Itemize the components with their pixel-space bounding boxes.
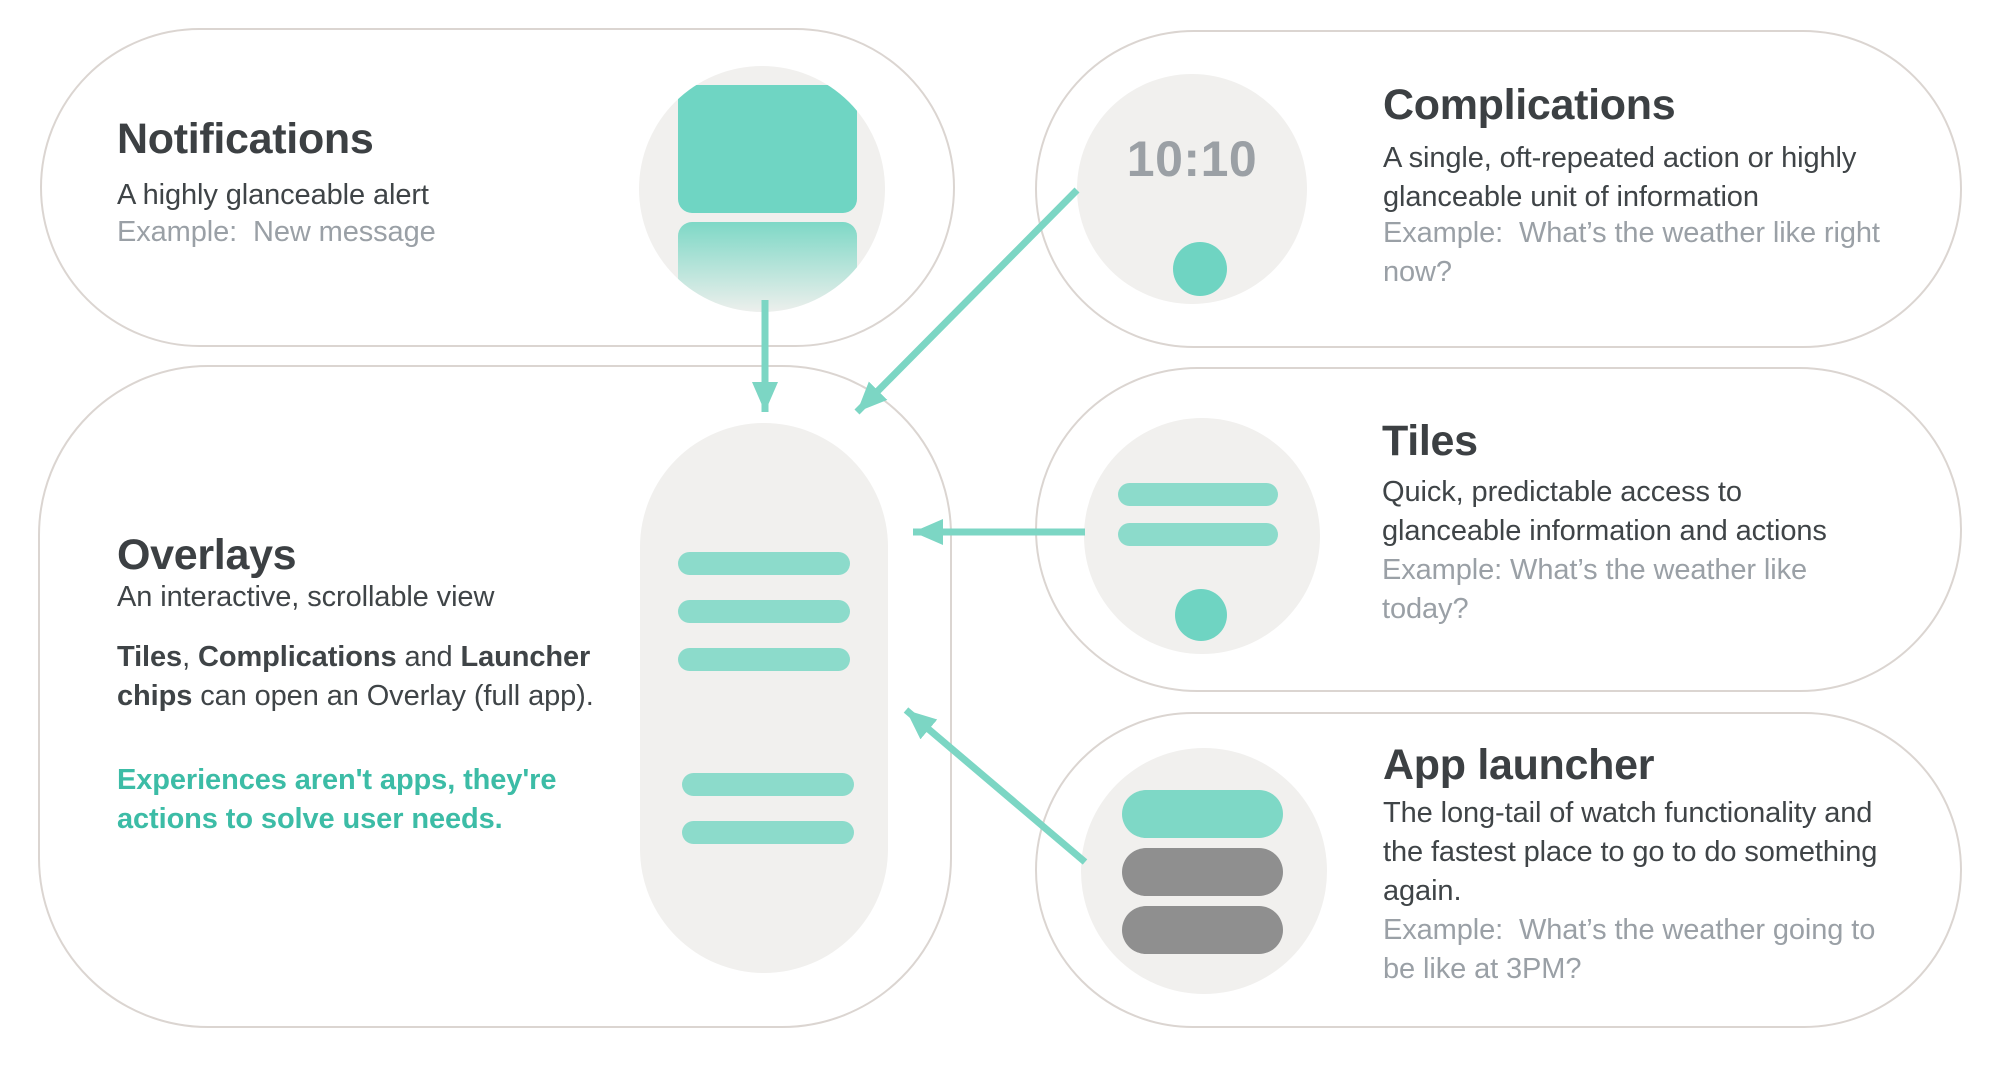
tile-line-1: [1118, 483, 1278, 506]
overlay-line-3: [678, 648, 850, 671]
overlays-highlight: Experiences aren't apps, they're actions…: [117, 764, 557, 835]
app-launcher-example: Example: What’s the weather going to be …: [1383, 914, 1876, 985]
overlays-title: Overlays: [117, 531, 297, 579]
complications-example: Example: What’s the weather like right n…: [1383, 217, 1880, 288]
overlay-mock-screen: [640, 423, 888, 973]
launcher-chip-gray-1-icon: [1122, 848, 1283, 896]
notification-card-fade-icon: [678, 222, 857, 312]
overlay-line-2: [678, 600, 850, 623]
watch-face-circle: 10:10: [1077, 74, 1307, 304]
overlay-line-5: [682, 821, 854, 844]
notifications-example: Example: New message: [117, 216, 436, 248]
app-launcher-mock-circle: [1081, 748, 1327, 994]
app-launcher-title: App launcher: [1383, 741, 1655, 789]
tile-mock-circle: [1084, 418, 1320, 654]
launcher-chip-gray-2-icon: [1122, 906, 1283, 954]
complications-title: Complications: [1383, 81, 1676, 129]
tile-line-2: [1118, 523, 1278, 546]
notifications-title: Notifications: [117, 115, 374, 163]
watch-time: 10:10: [1126, 131, 1258, 187]
complication-dot-icon: [1173, 242, 1227, 296]
tiles-example: Example: What’s the weather like today?: [1382, 554, 1808, 625]
overlays-body: An interactive, scrollable view: [117, 581, 495, 613]
overlay-line-1: [678, 552, 850, 575]
app-launcher-body: The long-tail of watch functionality and…: [1383, 797, 1878, 907]
tiles-title: Tiles: [1382, 417, 1478, 465]
tiles-body: Quick, predictable access to glanceable …: [1382, 476, 1827, 547]
complications-body: A single, oft-repeated action or highly …: [1383, 142, 1857, 213]
notification-mock-circle: [639, 66, 885, 312]
notification-card-icon: [678, 85, 857, 213]
notifications-body: A highly glanceable alert: [117, 179, 429, 211]
launcher-chip-teal-icon: [1122, 790, 1283, 838]
overlays-note: Tiles, Complications and Launcher chips …: [117, 641, 594, 712]
overlay-line-4: [682, 773, 854, 796]
tile-dot-icon: [1175, 589, 1227, 641]
